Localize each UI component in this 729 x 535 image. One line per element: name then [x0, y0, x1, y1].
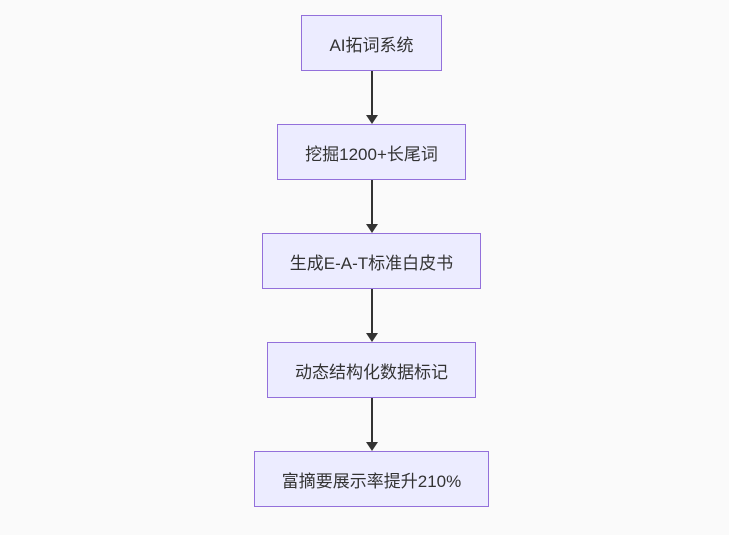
flow-node-label: 生成E-A-T标准白皮书	[289, 253, 454, 273]
arrow-shaft	[370, 289, 373, 333]
flow-edge-arrow-3	[364, 289, 380, 342]
flow-node-label: AI拓词系统	[329, 35, 414, 55]
flow-edge-arrow-4	[364, 398, 380, 451]
flow-node-longtail-mining: 挖掘1200+长尾词	[277, 124, 466, 180]
flowchart-diagram: AI拓词系统 挖掘1200+长尾词 生成E-A-T标准白皮书 动态结构化数据标记…	[7, 0, 729, 535]
arrow-head-down-icon	[365, 333, 378, 342]
arrow-shaft	[370, 71, 373, 115]
flow-node-eat-whitepaper: 生成E-A-T标准白皮书	[261, 233, 482, 289]
flow-node-label: 动态结构化数据标记	[295, 362, 448, 382]
flow-node-structured-data: 动态结构化数据标记	[267, 342, 476, 398]
arrow-shaft	[370, 398, 373, 442]
flow-node-label: 挖掘1200+长尾词	[305, 144, 438, 164]
flow-edge-arrow-2	[364, 180, 380, 233]
arrow-head-down-icon	[365, 115, 378, 124]
flow-node-label: 富摘要展示率提升210%	[281, 471, 462, 491]
arrow-shaft	[370, 180, 373, 224]
flow-node-rich-snippet-result: 富摘要展示率提升210%	[253, 451, 490, 507]
flow-node-ai-word-system: AI拓词系统	[301, 15, 442, 71]
arrow-head-down-icon	[365, 442, 378, 451]
flow-edge-arrow-1	[364, 71, 380, 124]
arrow-head-down-icon	[365, 224, 378, 233]
